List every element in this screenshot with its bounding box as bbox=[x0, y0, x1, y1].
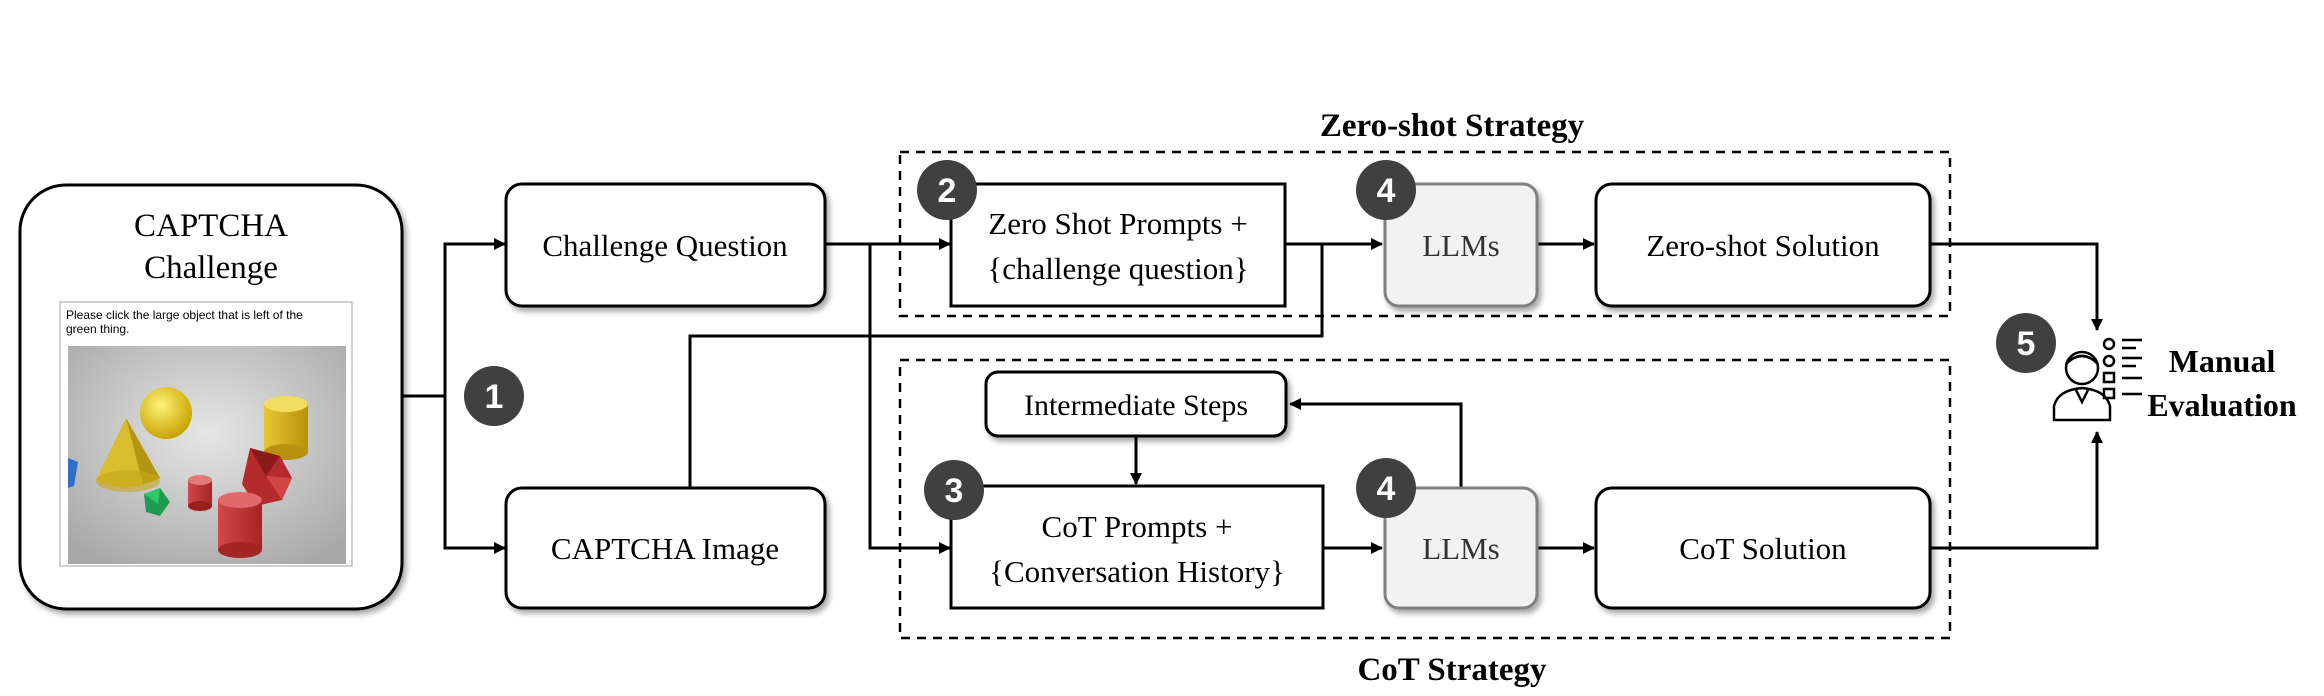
challenge-question-box: Challenge Question bbox=[504, 182, 827, 308]
challenge-question-label: Challenge Question bbox=[542, 228, 788, 263]
cot-prompts-line1: CoT Prompts + bbox=[1042, 509, 1233, 544]
arrow-question-to-cot-prompts bbox=[868, 244, 951, 554]
connectors bbox=[402, 238, 2103, 554]
zero-shot-solution-label: Zero-shot Solution bbox=[1646, 228, 1880, 263]
step-badge-2-number: 2 bbox=[938, 172, 957, 210]
captcha-image-label: CAPTCHA Image bbox=[551, 531, 779, 566]
zero-shot-solution-box: Zero-shot Solution bbox=[1594, 182, 1932, 308]
arrow-to-captcha-image bbox=[443, 396, 506, 554]
captcha-prompt-line2: green thing. bbox=[66, 322, 129, 336]
llms-cot-label: LLMs bbox=[1422, 531, 1500, 566]
llms-zero-box: LLMs bbox=[1383, 182, 1539, 308]
cot-prompts-line2: {Conversation History} bbox=[989, 554, 1285, 589]
step-badge-3: 3 bbox=[924, 460, 984, 520]
step-badge-1-number: 1 bbox=[485, 378, 504, 416]
cot-strategy-region bbox=[898, 358, 1952, 640]
captcha-scene-image bbox=[68, 346, 346, 564]
intermediate-steps-box: Intermediate Steps bbox=[984, 370, 1288, 438]
zero-shot-prompts-line1: Zero Shot Prompts + bbox=[988, 206, 1247, 241]
step-badge-4-top: 4 bbox=[1356, 160, 1416, 220]
step-badge-1: 1 bbox=[464, 366, 524, 426]
step-badge-4-bottom: 4 bbox=[1356, 458, 1416, 518]
cot-solution-box: CoT Solution bbox=[1594, 486, 1932, 610]
step-badge-5-number: 5 bbox=[2017, 325, 2036, 363]
llms-cot-box: LLMs bbox=[1383, 486, 1539, 610]
manual-evaluation-line1: Manual bbox=[2169, 343, 2276, 379]
arrow-zero-solution-to-evaluation bbox=[1930, 242, 2103, 331]
arrow-cot-solution-to-evaluation bbox=[1930, 431, 2103, 550]
arrow-llms-to-intermediate-steps bbox=[1289, 398, 1463, 488]
step-badge-4-top-number: 4 bbox=[1377, 172, 1396, 210]
zero-shot-prompts-line2: {challenge question} bbox=[987, 251, 1248, 286]
zero-shot-prompts-box: Zero Shot Prompts + {challenge question} bbox=[949, 182, 1287, 308]
cot-prompts-box: CoT Prompts + {Conversation History} bbox=[949, 484, 1325, 610]
captcha-title-line1: CAPTCHA bbox=[134, 208, 288, 244]
evaluator-checklist-icon bbox=[2052, 337, 2142, 422]
captcha-screenshot: Please click the large object that is le… bbox=[59, 301, 353, 567]
arrow-to-challenge-question bbox=[443, 238, 506, 396]
step-badge-3-number: 3 bbox=[945, 472, 964, 510]
intermediate-steps-label: Intermediate Steps bbox=[1024, 389, 1248, 422]
manual-evaluation-line2: Evaluation bbox=[2147, 387, 2297, 423]
cot-solution-label: CoT Solution bbox=[1679, 531, 1847, 566]
captcha-challenge-panel: CAPTCHA Challenge Please click the large… bbox=[18, 183, 404, 611]
step-badge-5: 5 bbox=[1996, 313, 2056, 373]
captcha-prompt-line1: Please click the large object that is le… bbox=[66, 308, 303, 322]
cot-strategy-label: CoT Strategy bbox=[1357, 652, 1547, 688]
captcha-image-box: CAPTCHA Image bbox=[504, 486, 827, 610]
step-badge-4-bottom-number: 4 bbox=[1377, 470, 1396, 508]
step-badge-2: 2 bbox=[917, 160, 977, 220]
captcha-title-line2: Challenge bbox=[144, 250, 278, 286]
zero-shot-strategy-label: Zero-shot Strategy bbox=[1320, 108, 1585, 144]
llms-zero-label: LLMs bbox=[1422, 228, 1500, 263]
